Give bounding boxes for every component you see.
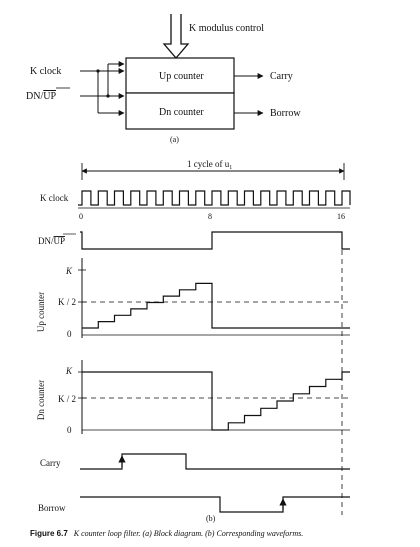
waveforms-sublabel: (b) bbox=[206, 514, 216, 523]
up-y-K2: K / 2 bbox=[58, 297, 76, 307]
tick-0: 0 bbox=[79, 212, 83, 221]
carry-waveform bbox=[80, 453, 350, 470]
up-counter-label: Up counter bbox=[159, 71, 204, 82]
tick-8: 8 bbox=[208, 212, 212, 221]
modulus-control-label: K modulus control bbox=[189, 23, 264, 34]
block-diagram: K modulus control Up counter Dn counter … bbox=[26, 14, 301, 144]
dn-y-0: 0 bbox=[67, 425, 72, 435]
dn-counter-block bbox=[125, 92, 235, 130]
up-counter-y-label: Up counter bbox=[36, 292, 46, 332]
borrow-label: Borrow bbox=[38, 503, 66, 513]
cycle-label: 1 cycle of u1 bbox=[187, 159, 232, 171]
up-y-K: K bbox=[65, 266, 73, 276]
dn-up-input-label: DN/UP bbox=[26, 91, 56, 102]
up-counter-block bbox=[125, 57, 235, 94]
up-counter-staircase bbox=[82, 282, 350, 329]
tick-16: 16 bbox=[337, 212, 345, 221]
dn-counter-label: Dn counter bbox=[159, 107, 204, 118]
k-clock-label: K clock bbox=[40, 193, 69, 203]
modulus-control-arrow bbox=[162, 14, 190, 59]
dn-up-waveform bbox=[80, 231, 350, 250]
dn-counter-staircase bbox=[82, 371, 350, 431]
dn-y-K2: K / 2 bbox=[58, 394, 76, 404]
borrow-waveform bbox=[80, 496, 350, 513]
up-y-0: 0 bbox=[67, 329, 72, 339]
k-clock-input-label: K clock bbox=[30, 66, 61, 77]
dn-y-K: K bbox=[65, 366, 73, 376]
dn-up-label: DN/UP bbox=[38, 236, 65, 246]
waveforms: 1 cycle of u1 K clock 0 8 16 DN/UP Up co… bbox=[36, 159, 351, 523]
k-clock-waveform bbox=[78, 190, 351, 206]
block-diagram-sublabel: (a) bbox=[170, 135, 179, 144]
carry-output-label: Carry bbox=[270, 71, 293, 82]
dn-counter-y-label: Dn counter bbox=[36, 380, 46, 420]
carry-label: Carry bbox=[40, 458, 61, 468]
borrow-output-label: Borrow bbox=[270, 108, 301, 119]
